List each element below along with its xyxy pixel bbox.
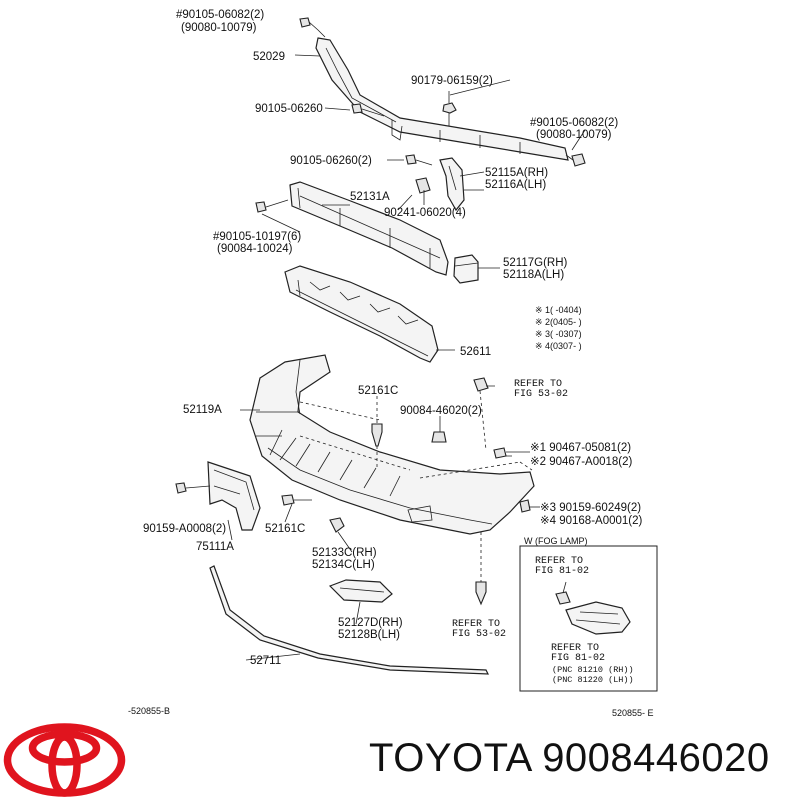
label-90080-10079-top: (90080-10079)	[181, 22, 257, 34]
label-90084-10024: (90084-10024)	[217, 243, 293, 255]
bolt-90105-10197	[255, 201, 267, 213]
grille-52127D	[328, 579, 393, 603]
fastener-90084-46020	[431, 431, 447, 443]
label-52134C: 52134C(LH)	[312, 559, 375, 571]
label-90168-A0001: ※4 90168-A0001(2)	[540, 515, 643, 527]
label-52117G: 52117G(RH)	[503, 257, 568, 269]
label-52161C-bottom: 52161C	[265, 523, 305, 535]
label-52131A: 52131A	[350, 191, 390, 203]
note-2: ※ 2(0405- )	[535, 317, 582, 327]
bolt-top-left	[299, 17, 311, 28]
label-90179-06159: 90179-06159(2)	[411, 75, 493, 87]
label-52116A: 52116A(LH)	[485, 179, 546, 191]
label-52711: 52711	[250, 655, 281, 667]
part-number: 9008446020	[542, 736, 770, 780]
refer-4-line1: REFER TO	[551, 643, 599, 654]
upper-retainer-52029	[315, 37, 569, 161]
pnc-rh: (PNC 81210 (RH))	[552, 665, 634, 675]
label-90159-60249: ※3 90159-60249(2)	[540, 502, 641, 514]
part-52133C	[329, 517, 345, 533]
label-52161C-top: 52161C	[358, 385, 398, 397]
label-90467-A0018: ※2 90467-A0018(2)	[530, 456, 633, 468]
brand-name: TOYOTA	[369, 736, 531, 780]
label-90105-06260: 90105-06260	[255, 103, 323, 115]
molding-52711	[209, 565, 489, 675]
refer-4-line2: FIG 81-02	[551, 653, 605, 664]
label-75111A: 75111A	[196, 541, 234, 553]
fastener-refer-bottom	[475, 581, 487, 606]
label-90105-06082-top: #90105-06082(2)	[176, 9, 264, 21]
label-52127D: 52127D(RH)	[338, 617, 403, 629]
clip-52161C-top	[371, 423, 383, 447]
label-52115A: 52115A(RH)	[485, 167, 548, 179]
label-90105-06082-right: #90105-06082(2)	[530, 117, 618, 129]
clip-90241	[415, 177, 431, 194]
note-1: ※ 1( -0404)	[535, 305, 582, 315]
block-52117G	[453, 254, 479, 284]
label-90105-06260-2: 90105-06260(2)	[290, 155, 372, 167]
fog-lamp-bolt	[555, 591, 571, 605]
fog-lamp-title: W (FOG LAMP)	[524, 536, 588, 546]
drawing-code-left: -520855-B	[128, 706, 170, 716]
note-4: ※ 4(0307- )	[535, 341, 582, 351]
clip-52161C-bottom	[281, 494, 295, 506]
label-90159-A0008: 90159-A0008(2)	[143, 523, 226, 535]
label-52119A: 52119A	[183, 404, 222, 416]
label-90084-46020: 90084-46020(2)	[400, 405, 482, 417]
bolt-top-right	[571, 153, 586, 167]
bolt-90105-06260-2	[405, 154, 417, 165]
fog-lamp-unit	[565, 601, 631, 635]
toyota-logo-icon	[3, 723, 126, 797]
refer-3-line2: FIG 53-02	[452, 629, 506, 640]
label-90241-06020: 90241-06020(4)	[384, 207, 466, 219]
absorber-52611	[284, 265, 439, 363]
pnc-lh: (PNC 81220 (LH))	[552, 675, 634, 685]
nut-90179	[442, 102, 457, 114]
drawing-code-right: 520855- E	[612, 708, 654, 718]
screw-90159-60249	[519, 499, 531, 513]
bolt-90159-A0008	[175, 482, 187, 494]
label-90105-10197: #90105-10197(6)	[213, 231, 301, 243]
license-bracket-75111A	[207, 461, 261, 531]
label-90467-05081: ※1 90467-05081(2)	[530, 442, 631, 454]
refer-1-line2: FIG 53-02	[514, 389, 568, 400]
label-90080-10079-right: (90080-10079)	[536, 129, 612, 141]
bumper-cover-52119A	[249, 354, 535, 535]
note-3: ※ 3( -0307)	[535, 329, 582, 339]
bolt-90105-06260	[351, 103, 363, 114]
refer-1-line1: REFER TO	[514, 379, 562, 390]
fog-lamp-inset	[519, 545, 658, 692]
label-52611: 52611	[460, 346, 491, 358]
refer-2-line2: FIG 81-02	[535, 566, 589, 577]
nut-90467	[493, 447, 507, 459]
label-52118A: 52118A(LH)	[503, 269, 564, 281]
label-52029: 52029	[253, 51, 285, 63]
bracket-52115A	[439, 157, 465, 212]
refer-3-line1: REFER TO	[452, 619, 500, 630]
label-52133C: 52133C(RH)	[312, 547, 377, 559]
brand-line: TOYOTA 9008446020	[369, 736, 770, 781]
label-52128B: 52128B(LH)	[338, 629, 400, 641]
fastener-refer-top	[473, 377, 489, 392]
refer-2-line1: REFER TO	[535, 556, 583, 567]
